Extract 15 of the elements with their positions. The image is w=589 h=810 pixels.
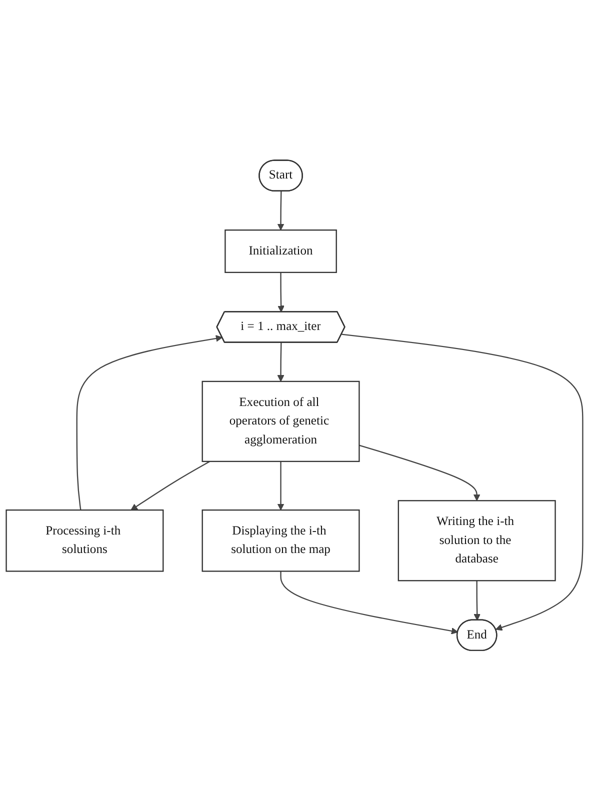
arrow <box>130 460 210 510</box>
arrow <box>342 333 584 630</box>
arrow <box>277 190 284 230</box>
arrow <box>277 461 284 510</box>
arrow <box>278 272 284 312</box>
arrow <box>474 580 481 620</box>
node-box: Execution of all operators of genetic agglomeration <box>202 380 360 462</box>
node-box: Writing the i-th solution to the database <box>398 500 556 581</box>
arrow <box>359 444 480 501</box>
node-box: Displaying the i-th solution on the map <box>202 509 360 572</box>
node-box: Processing i-th solutions <box>6 509 164 572</box>
node-box: Initialization <box>224 229 337 273</box>
arrow <box>280 570 458 634</box>
arrow <box>76 334 223 510</box>
arrow <box>277 342 284 382</box>
